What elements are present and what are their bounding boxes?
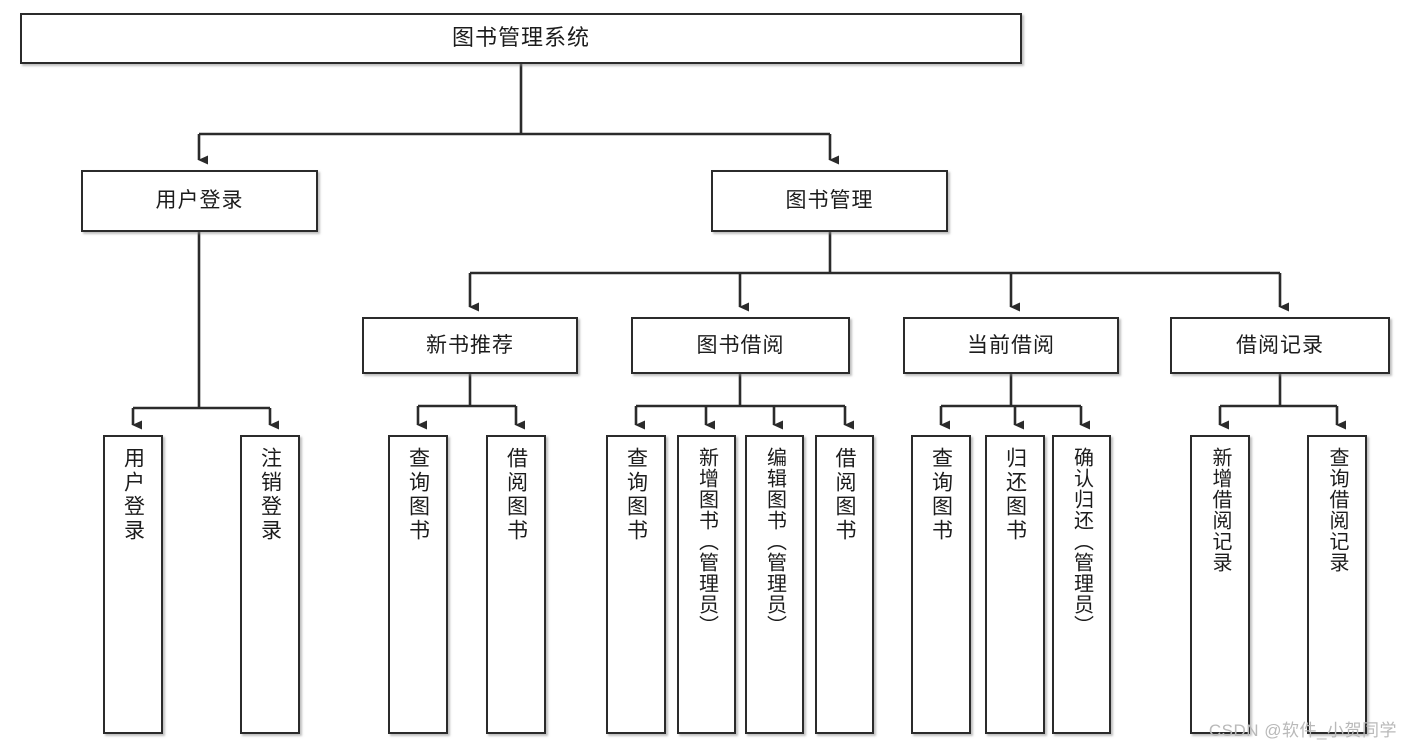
node-leaf-add-book[interactable]: 新增图书（管理员） (677, 435, 736, 734)
node-borrow-record-label: 借阅记录 (1236, 333, 1324, 357)
node-new-book-rec-label: 新书推荐 (426, 333, 514, 357)
node-leaf-query-book-1-label: 查询图书 (406, 447, 430, 543)
watermark: CSDN @软件_小贺同学 (1208, 721, 1397, 740)
node-root[interactable]: 图书管理系统 (20, 13, 1022, 64)
node-leaf-borrow-book-1-label: 借阅图书 (504, 447, 528, 543)
node-leaf-add-book-label: 新增图书（管理员） (695, 447, 718, 636)
node-leaf-return-book-label: 归还图书 (1003, 447, 1027, 543)
node-leaf-logout[interactable]: 注销登录 (240, 435, 300, 734)
node-leaf-query-book-3[interactable]: 查询图书 (911, 435, 971, 734)
node-leaf-add-record-label: 新增借阅记录 (1209, 447, 1231, 573)
node-book-manage-label: 图书管理 (785, 189, 874, 213)
node-leaf-edit-book-label: 编辑图书（管理员） (763, 447, 786, 636)
node-borrow-record[interactable]: 借阅记录 (1170, 317, 1390, 374)
node-leaf-logout-label: 注销登录 (258, 447, 282, 543)
node-leaf-return-book[interactable]: 归还图书 (985, 435, 1045, 734)
node-leaf-user-login[interactable]: 用户登录 (103, 435, 163, 734)
node-leaf-query-record[interactable]: 查询借阅记录 (1307, 435, 1367, 734)
node-leaf-query-book-1[interactable]: 查询图书 (388, 435, 448, 734)
node-leaf-user-login-label: 用户登录 (121, 447, 145, 543)
node-leaf-borrow-book-2-label: 借阅图书 (833, 447, 857, 543)
node-current-borrow-label: 当前借阅 (967, 333, 1055, 357)
node-book-borrow-label: 图书借阅 (696, 333, 785, 357)
node-leaf-query-book-3-label: 查询图书 (929, 447, 953, 543)
node-current-borrow[interactable]: 当前借阅 (903, 317, 1119, 374)
node-leaf-add-record[interactable]: 新增借阅记录 (1190, 435, 1250, 734)
node-leaf-confirm-return-label: 确认归还（管理员） (1070, 447, 1093, 636)
node-book-borrow[interactable]: 图书借阅 (631, 317, 850, 374)
node-root-label: 图书管理系统 (451, 25, 590, 51)
node-leaf-query-book-2-label: 查询图书 (624, 447, 648, 543)
node-book-manage[interactable]: 图书管理 (711, 170, 948, 232)
node-leaf-query-book-2[interactable]: 查询图书 (606, 435, 666, 734)
node-leaf-confirm-return[interactable]: 确认归还（管理员） (1052, 435, 1111, 734)
node-leaf-query-record-label: 查询借阅记录 (1326, 447, 1348, 573)
node-user-login[interactable]: 用户登录 (81, 170, 318, 232)
node-leaf-borrow-book-1[interactable]: 借阅图书 (486, 435, 546, 734)
node-leaf-borrow-book-2[interactable]: 借阅图书 (815, 435, 874, 734)
node-user-login-label: 用户登录 (155, 189, 244, 213)
node-new-book-rec[interactable]: 新书推荐 (362, 317, 578, 374)
node-leaf-edit-book[interactable]: 编辑图书（管理员） (745, 435, 804, 734)
